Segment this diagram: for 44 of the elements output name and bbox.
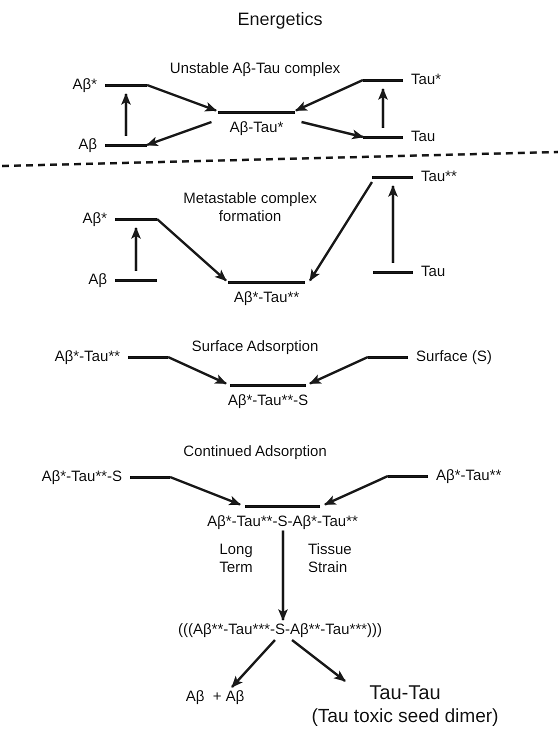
annotation-text: Long Term: [218, 541, 254, 577]
species-label: Aβ*-Tau**: [436, 467, 502, 485]
species-label: Aβ*-Tau**: [54, 348, 120, 366]
species-label: Tau*: [411, 71, 442, 89]
diagram-title: Energetics: [236, 10, 324, 28]
annotation-text: Metastable complex formation: [182, 190, 318, 226]
arrow: [308, 181, 374, 282]
species-label: Aβ*-Tau**-S: [42, 468, 122, 486]
arrow: [291, 639, 346, 682]
species-label: Aβ-Tau*: [228, 118, 284, 136]
product-description: (Tau toxic seed dimer): [310, 705, 500, 729]
species-label: Aβ: [88, 271, 107, 289]
arrow: [278, 530, 288, 621]
arrow: [324, 474, 389, 506]
arrow: [156, 218, 227, 282]
arrow: [146, 84, 217, 112]
arrow: [309, 356, 369, 385]
species-label: Aβ + Aβ: [184, 687, 246, 707]
species-label: Surface (S): [416, 348, 492, 366]
species-label: Aβ*-Tau**: [232, 288, 300, 306]
species-label: Tau: [411, 128, 436, 146]
species-label: (((Aβ**-Tau***-S-Aβ**-Tau***))): [177, 620, 383, 640]
species-label: Aβ*-Tau**-S-Aβ*-Tau**: [206, 512, 359, 530]
arrow: [295, 78, 364, 112]
arrow: [378, 88, 388, 128]
arrow: [301, 120, 364, 140]
arrow: [170, 476, 241, 506]
arrow: [231, 639, 276, 688]
species-label: Tau**: [421, 168, 457, 186]
species-label: Aβ: [78, 136, 97, 154]
product-label: Tau-Tau: [368, 681, 442, 705]
species-label: Aβ*-Tau**-S: [226, 392, 310, 410]
annotation-text: Surface Adsorption: [190, 338, 320, 356]
arrow: [131, 227, 141, 271]
annotation-text: Unstable Aβ-Tau complex: [168, 60, 342, 78]
arrow: [121, 93, 131, 136]
arrow: [146, 120, 212, 146]
species-label: Aβ*: [72, 76, 97, 94]
species-label: Tau: [421, 263, 446, 281]
annotation-text: Continued Adsorption: [182, 443, 328, 461]
arrow: [167, 356, 227, 385]
annotation-text: Tissue Strain: [308, 541, 353, 577]
arrow: [388, 185, 398, 263]
species-label: Aβ*: [82, 210, 107, 228]
